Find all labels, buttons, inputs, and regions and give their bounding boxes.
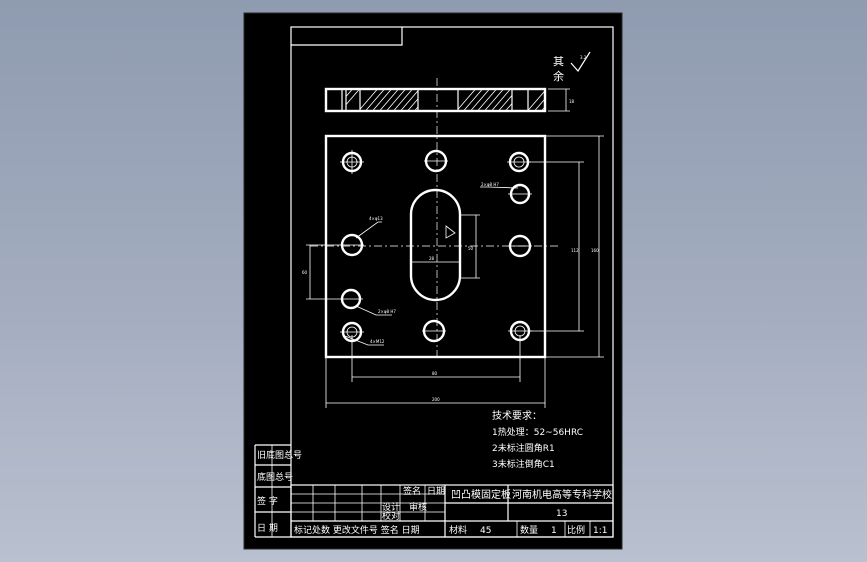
- dim-width-inner: 80: [432, 371, 438, 376]
- tech-requirements: 技术要求： 1热处理：52~56HRC 2未标注圆角R1 3未标注倒角C1: [492, 409, 583, 470]
- tb-sign-label: 签名: [403, 485, 421, 497]
- center-slot: [409, 188, 462, 302]
- tb-school: 河南机电高等专科学校: [512, 488, 612, 501]
- dim-left-vertical: 60: [302, 270, 308, 275]
- surface-finish-note: 其 余 3.2: [553, 51, 591, 83]
- tb-design-label: 设计: [382, 501, 400, 513]
- tech-req-item-2: 2未标注圆角R1: [492, 442, 555, 454]
- tb-scale-value: 1:1: [593, 526, 607, 536]
- tb-approve-label: 审核: [409, 501, 427, 513]
- dim-hole-pin: 2×φ8 H7: [378, 309, 396, 314]
- title-block: 签名 日期 设计 校对 审核 标记处数 更改文件号 签名 日期 凹凸模固定板 河…: [290, 484, 614, 538]
- tb-change-row: 标记处数 更改文件号 签名 日期: [294, 524, 420, 536]
- side-strip: 旧底图总号 底图总号 签 字 日 期: [254, 444, 302, 538]
- finish-note-line-2: 余: [553, 69, 564, 83]
- dim-slot-height: 50: [468, 246, 474, 251]
- dim-thickness: 18: [569, 99, 575, 104]
- tech-req-item-1: 1热处理：52~56HRC: [492, 426, 583, 438]
- dim-hole-bottom: 4×M12: [370, 339, 385, 344]
- plan-view: 2×φ8 H7 4×φ13 2×φ8 H7 4×M12 28 80 200 11…: [302, 126, 604, 408]
- tb-material-label: 材料: [449, 524, 467, 536]
- dim-height-outer: 160: [591, 248, 599, 253]
- finish-note-line-1: 其: [553, 55, 564, 68]
- tb-quantity-value: 1: [551, 526, 557, 536]
- label-signature: 签 字: [257, 495, 278, 507]
- dim-width-outer: 200: [432, 397, 440, 402]
- roughness-symbol-icon: [570, 51, 591, 73]
- side-view: 18: [324, 78, 575, 124]
- label-date: 日 期: [257, 523, 278, 534]
- tb-quantity-label: 数量: [520, 524, 538, 536]
- tech-req-title: 技术要求：: [492, 409, 542, 422]
- roughness-value: 3.2: [580, 55, 587, 60]
- tech-req-item-3: 3未标注倒角C1: [492, 458, 555, 470]
- dim-slot: 28: [429, 256, 435, 261]
- tb-scale-label: 比例: [567, 524, 585, 536]
- code-box: [291, 27, 403, 46]
- sheet-background: [243, 12, 623, 550]
- tb-date-label: 日期: [427, 486, 445, 497]
- dim-hole-top: 2×φ8 H7: [481, 182, 499, 187]
- tb-material-value: 45: [480, 526, 491, 536]
- tb-drawing-code: 13: [556, 509, 567, 519]
- dim-height-inner: 112: [571, 248, 579, 253]
- tb-check-label: 校对: [382, 510, 400, 522]
- tb-part-name: 凹凸模固定板: [451, 488, 511, 501]
- label-base-drawing-no: 底图总号: [257, 471, 293, 483]
- slot-finish-icon: [445, 225, 456, 239]
- label-old-drawing-no: 旧底图总号: [257, 449, 302, 461]
- dim-hole-left: 4×φ13: [369, 216, 383, 221]
